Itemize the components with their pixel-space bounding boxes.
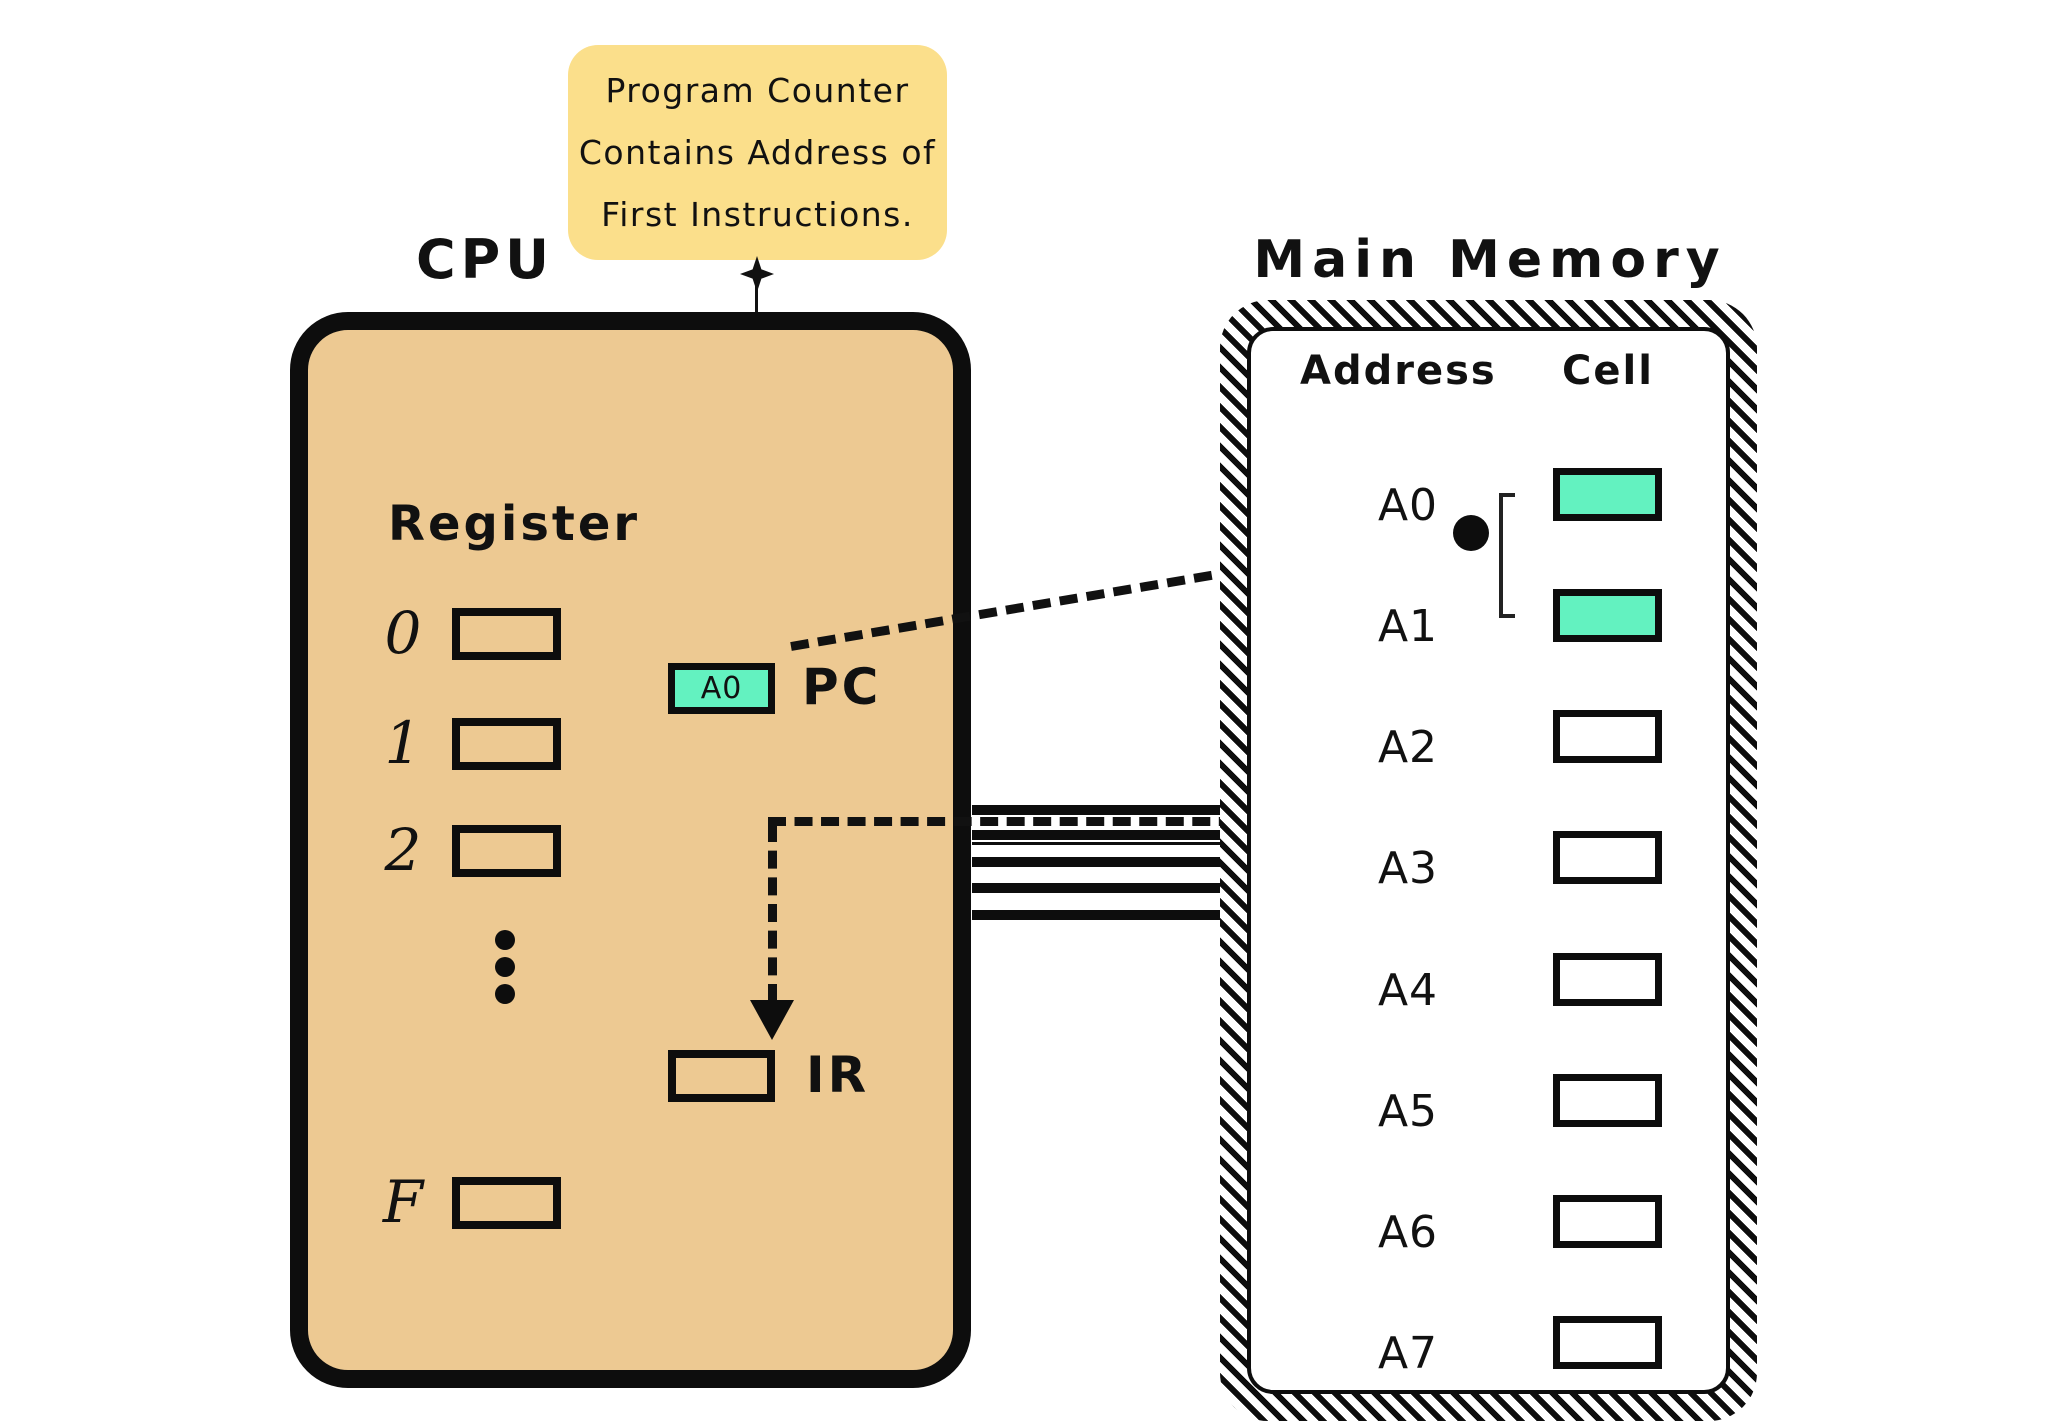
memory-cell-A3 <box>1553 831 1662 884</box>
cpu-box <box>290 312 971 1388</box>
bus-line <box>972 857 1222 867</box>
callout-text-line: First Instructions. <box>601 194 914 234</box>
memory-to-ir-dotted-line-vertical <box>768 824 777 1002</box>
memory-address-label-A1: A1 <box>1377 601 1439 652</box>
memory-address-label-A7: A7 <box>1377 1328 1439 1379</box>
a0-a1-bracket <box>1499 493 1503 618</box>
memory-address-label-A5: A5 <box>1377 1086 1439 1137</box>
a0-pointer-dot <box>1453 515 1489 551</box>
address-column-header: Address <box>1300 348 1497 394</box>
memory-cell-A6 <box>1553 1195 1662 1248</box>
memory-address-label-A4: A4 <box>1377 965 1439 1016</box>
callout-text-line: Contains Address of <box>578 132 937 172</box>
program-counter-callout: Program Counter Contains Address of Firs… <box>568 45 947 260</box>
bus-line-thin <box>972 842 1222 845</box>
register-box-2 <box>452 825 561 877</box>
register-box-0 <box>452 608 561 660</box>
memory-address-label-A2: A2 <box>1377 722 1439 773</box>
ir-label: IR <box>806 1046 870 1104</box>
memory-address-label-A0: A0 <box>1377 480 1439 531</box>
ir-arrowhead-icon <box>750 1000 794 1040</box>
ellipsis-dot <box>495 930 515 950</box>
bracket-tick-bottom <box>1499 614 1515 618</box>
register-label-F: F <box>382 1168 424 1236</box>
memory-address-label-A6: A6 <box>1377 1207 1439 1258</box>
register-box-1 <box>452 718 561 770</box>
memory-address-label-A3: A3 <box>1377 843 1439 894</box>
register-label-2: 2 <box>384 816 422 884</box>
register-label-1: 1 <box>384 709 422 777</box>
cpu-title: CPU <box>415 228 555 291</box>
register-section-title: Register <box>388 496 641 552</box>
ellipsis-dot <box>495 957 515 977</box>
memory-cell-A5 <box>1553 1074 1662 1127</box>
memory-cell-A4 <box>1553 953 1662 1006</box>
bus-line <box>972 883 1222 893</box>
register-box-F <box>452 1177 561 1229</box>
memory-to-ir-dotted-line-horizontal <box>768 817 1502 826</box>
ir-register-box <box>668 1050 775 1102</box>
bus-line <box>972 910 1222 920</box>
pc-register-box: A0 <box>668 663 775 714</box>
bus-line <box>972 830 1222 840</box>
pc-register-value: A0 <box>700 671 743 706</box>
callout-text-line: Program Counter <box>605 70 910 110</box>
main-memory-title: Main Memory <box>1253 230 1727 290</box>
memory-cell-A1 <box>1553 589 1662 642</box>
memory-cell-A7 <box>1553 1316 1662 1369</box>
memory-cell-A0 <box>1553 468 1662 521</box>
bus-line <box>972 805 1222 815</box>
ellipsis-dot <box>495 984 515 1004</box>
memory-cell-A2 <box>1553 710 1662 763</box>
register-label-0: 0 <box>384 599 422 667</box>
cell-column-header: Cell <box>1562 348 1654 394</box>
pc-label: PC <box>802 658 882 716</box>
bracket-tick-top <box>1499 493 1515 497</box>
